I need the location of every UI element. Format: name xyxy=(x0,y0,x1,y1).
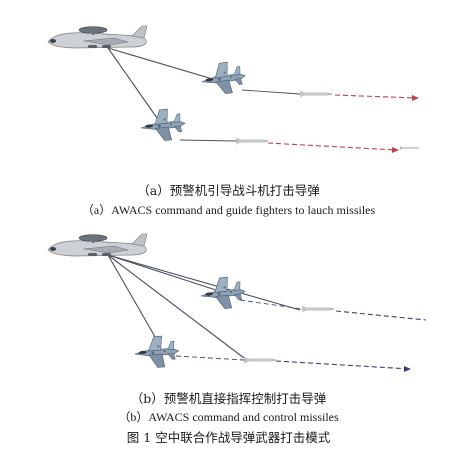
fighter-jet-icon xyxy=(199,274,248,312)
fighter-jet-icon xyxy=(133,334,181,370)
command-link-missile-1 xyxy=(107,254,301,311)
missile-trajectory-1 xyxy=(239,299,303,310)
missile-trajectory-1 xyxy=(241,89,301,95)
target-arrow-icon xyxy=(404,366,411,372)
panel-b-caption-en: （b）AWACS command and control missiles xyxy=(118,410,339,424)
missile-path-dashed-2 xyxy=(267,142,397,151)
missile-icon xyxy=(242,355,277,365)
missile-trajectory-2 xyxy=(175,355,245,361)
panel-a-caption-en: （a）AWACS command and guide fighters to l… xyxy=(81,203,376,217)
awacs-aircraft-icon xyxy=(47,25,148,49)
panel-a-caption-zh: （a）预警机引导战斗机打击导弹 xyxy=(137,183,320,198)
panel-b-diagram xyxy=(47,233,427,372)
command-link-missile-2 xyxy=(107,254,245,359)
command-link-fighter-1 xyxy=(107,254,223,293)
target-arrow-icon xyxy=(412,95,419,101)
fighter-jet-icon xyxy=(139,106,188,144)
missile-icon xyxy=(234,136,269,146)
missile-path-dashed-1 xyxy=(335,310,427,321)
missile-trajectory-2 xyxy=(179,139,237,142)
awacs-aircraft-icon xyxy=(47,233,148,257)
fighter-jet-icon xyxy=(198,59,248,98)
target-arrow-icon xyxy=(392,147,399,153)
missile-path-dashed-2 xyxy=(275,360,411,370)
figure-caption: 图 1 空中联合作战导弹武器打击模式 xyxy=(126,430,331,445)
missile-icon xyxy=(298,89,333,99)
missile-path-dashed-1 xyxy=(334,94,417,99)
missile-icon xyxy=(300,304,335,314)
target-missile-icon xyxy=(399,145,420,151)
command-link-fighter-2 xyxy=(107,47,165,129)
panel-a-diagram xyxy=(47,25,420,153)
panel-b-caption-zh: （b）预警机直接指挥控制打击导弹 xyxy=(130,391,327,406)
command-link-fighter-1 xyxy=(107,47,227,84)
command-link-fighter-2 xyxy=(107,254,159,343)
